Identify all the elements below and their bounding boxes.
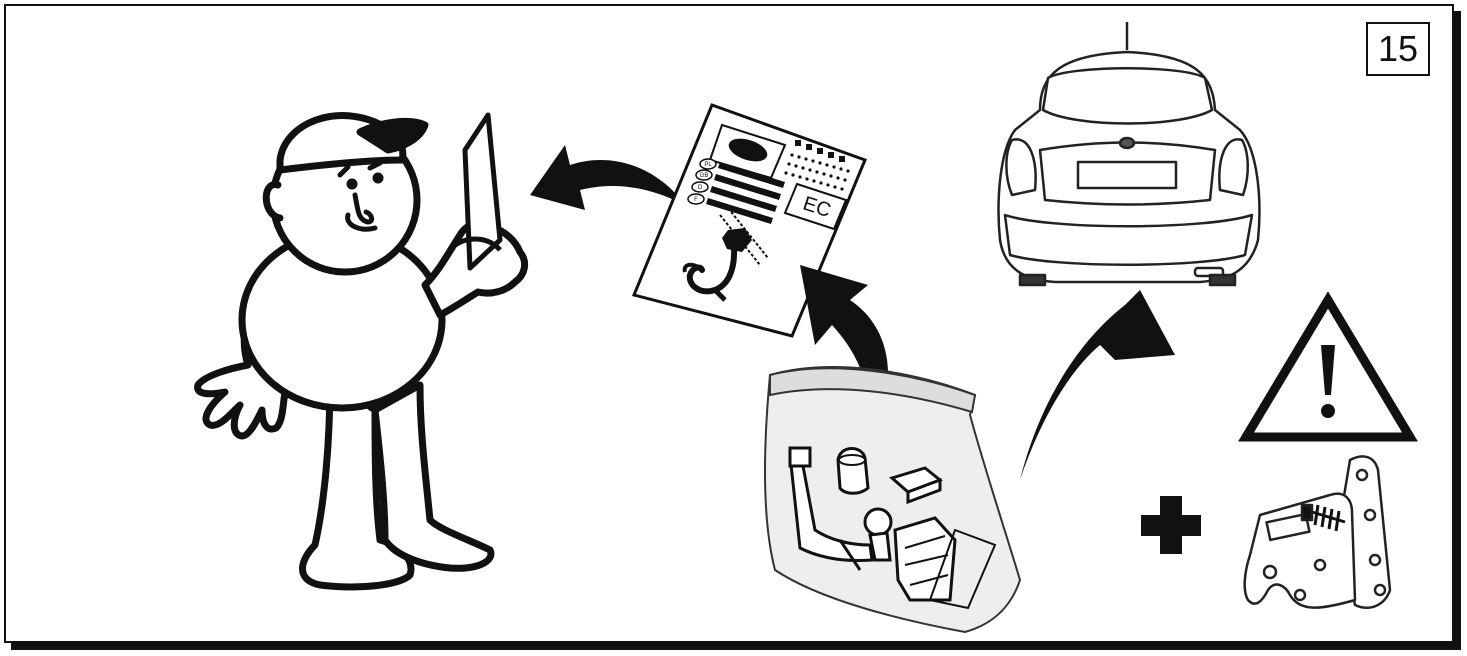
- towball-diagram: [682, 207, 769, 302]
- mechanic-figure-icon: [194, 112, 529, 591]
- parts-bag-icon: [763, 366, 1022, 634]
- held-paper-icon: [462, 112, 503, 271]
- mounting-bracket-icon: [1243, 455, 1392, 609]
- step-number: 15: [1377, 28, 1419, 69]
- lang-code-d: D: [698, 185, 703, 191]
- step-number-badge: 15: [1366, 22, 1430, 76]
- arrow-to-mechanic-icon: [530, 145, 685, 210]
- arrow-to-car-icon: [1020, 290, 1175, 480]
- mechanic-face: [337, 160, 384, 232]
- car-rear-icon: [997, 22, 1261, 287]
- lang-code-f: F: [694, 197, 698, 203]
- lang-code-pl: PL: [704, 162, 712, 168]
- fingers: [453, 236, 502, 252]
- lang-code-gb: GB: [700, 173, 709, 179]
- warning-triangle-icon: [1238, 291, 1418, 442]
- plus-icon: [1141, 496, 1201, 554]
